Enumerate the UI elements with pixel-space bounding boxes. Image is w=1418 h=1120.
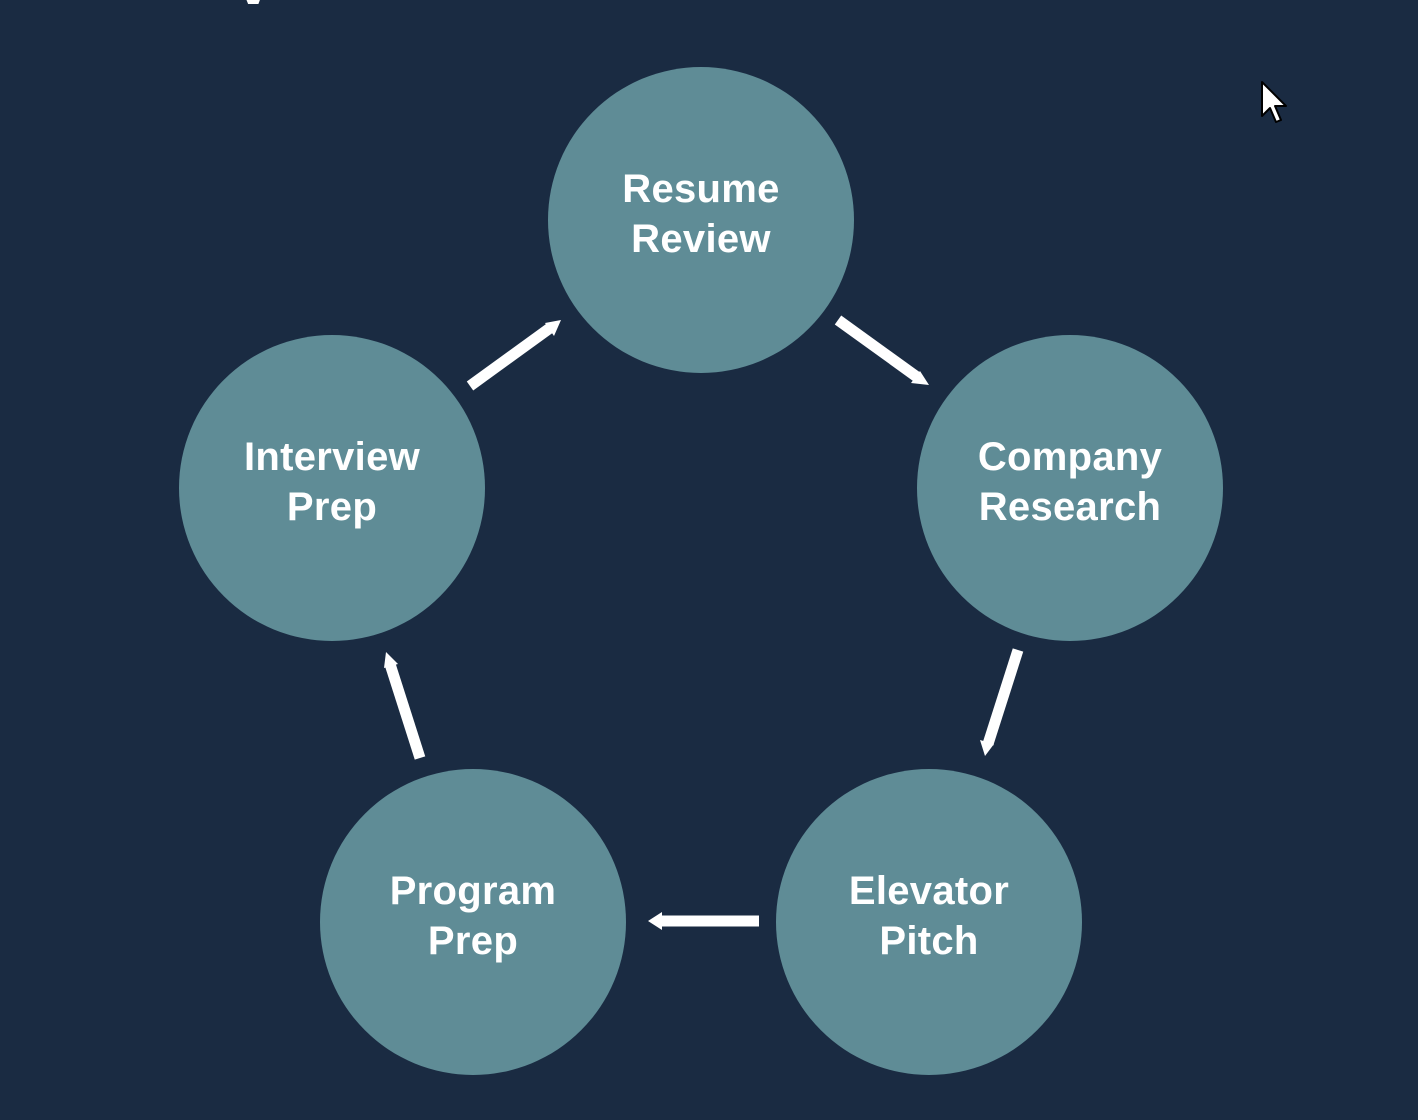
title-fragment: y	[235, 0, 275, 4]
node-label-line2: Review	[631, 217, 771, 261]
node-label-line2: Pitch	[879, 919, 979, 963]
node-label-line2: Prep	[286, 485, 378, 529]
node-label-line1: Elevator	[848, 869, 1010, 913]
node-program-prep: Program Prep	[320, 769, 626, 1075]
node-label-line2: Prep	[427, 919, 519, 963]
arrow-company-to-elevator	[980, 648, 1024, 756]
node-label-line1: Program	[389, 869, 557, 913]
node-label-line1: Resume	[622, 167, 780, 211]
mouse-pointer-icon	[1261, 81, 1287, 123]
node-elevator-pitch: Elevator Pitch	[776, 769, 1082, 1075]
node-interview-prep: Interview Prep	[179, 335, 485, 641]
node-label-line1: Company	[977, 435, 1163, 479]
node-company-research: Company Research	[917, 335, 1223, 641]
arrow-interview-to-resume	[466, 320, 561, 391]
arrow-program-to-interview	[384, 652, 426, 760]
node-label-line2: Research	[978, 485, 1162, 529]
node-resume-review: Resume Review	[548, 67, 854, 373]
arrow-resume-to-company	[834, 315, 929, 385]
arrow-elevator-to-program	[648, 912, 759, 930]
node-label-line1: Interview	[243, 435, 421, 479]
